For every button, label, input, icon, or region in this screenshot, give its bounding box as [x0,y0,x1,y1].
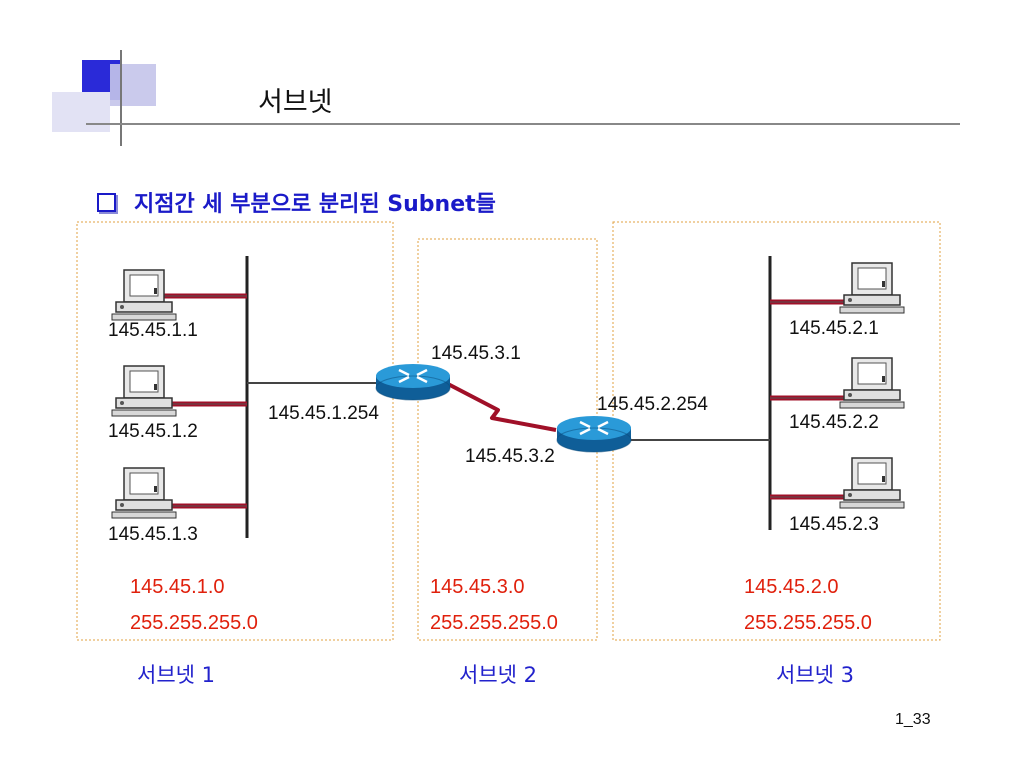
left-lan [162,256,378,538]
router-interface-ip: 145.45.3.1 [431,343,521,364]
subnet-label: 서브넷 3 [776,663,854,687]
subnet-mask: 255.255.255.0 [744,612,872,634]
computer-icon [111,467,177,519]
computer-icon [111,269,177,321]
router-interface-ip: 145.45.2.254 [597,394,708,415]
title-decoration [52,50,960,146]
page-title: 서브넷 [258,87,333,118]
router-interface-ip: 145.45.1.254 [268,403,379,424]
host-ip-label: 145.45.2.1 [789,318,879,339]
host-ip-label: 145.45.2.3 [789,514,879,535]
computer-icon [839,262,905,314]
router-interface-ip: 145.45.3.2 [465,446,555,467]
section-heading: 지점간 세 부분으로 분리된 Subnet들 [134,192,496,217]
router-icon [556,416,632,453]
computer-icon [111,365,177,417]
right-lan [628,256,848,530]
subnet-mask: 255.255.255.0 [130,612,258,634]
host-ip-label: 145.45.1.2 [108,421,198,442]
subnet-mask: 255.255.255.0 [430,612,558,634]
subnet-network-address: 145.45.2.0 [744,576,839,598]
page-number: 1_33 [895,711,931,728]
subnet-1-frame [76,221,394,641]
subnet-label: 서브넷 1 [137,663,215,687]
computer-icon [839,357,905,409]
subnet-label: 서브넷 2 [459,663,537,687]
subnet-network-address: 145.45.1.0 [130,576,225,598]
bullet-square-icon [97,193,116,212]
host-ip-label: 145.45.2.2 [789,412,879,433]
host-ip-label: 145.45.1.3 [108,524,198,545]
wan-serial-link [447,382,557,432]
computer-icon [839,457,905,509]
subnet-network-address: 145.45.3.0 [430,576,525,598]
router-icon [375,364,451,401]
subnet-2-frame [417,238,598,641]
host-ip-label: 145.45.1.1 [108,320,198,341]
